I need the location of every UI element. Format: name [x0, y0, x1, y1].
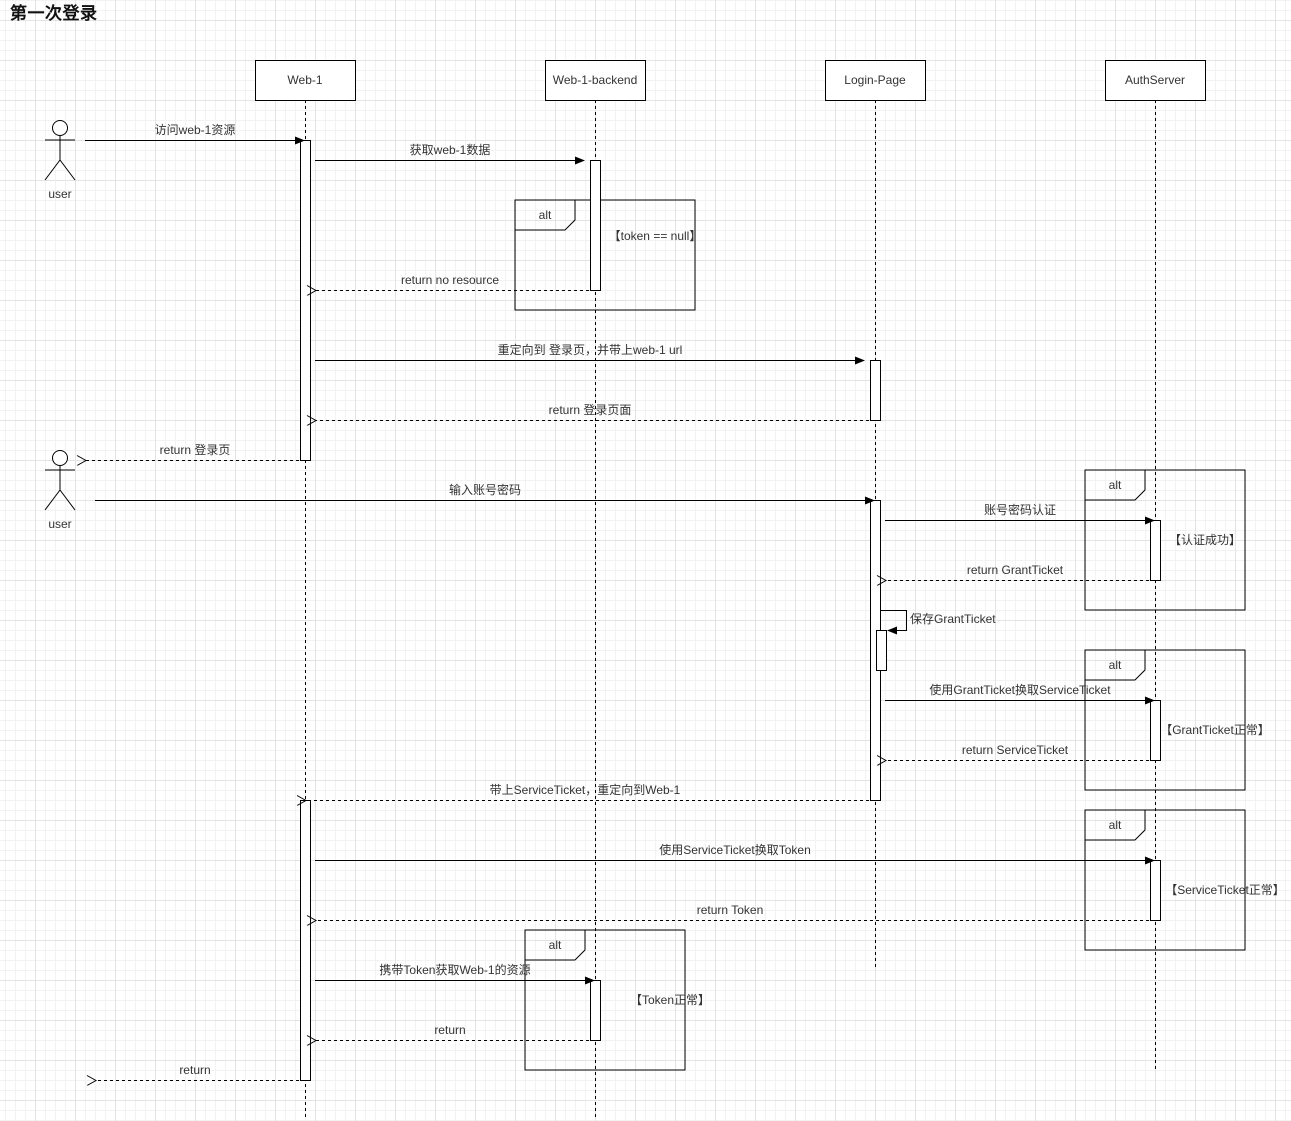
return-message: return [316, 1023, 589, 1041]
fragment-tab [1085, 470, 1146, 501]
fragment-frame [524, 929, 686, 1071]
alt-fragment [524, 929, 686, 1071]
message-label: return GrantTicket [967, 563, 1064, 577]
fragment-frame [1084, 469, 1246, 611]
activation-bar [1150, 700, 1161, 761]
message-label: return [179, 1063, 210, 1077]
alt-fragment [514, 199, 696, 311]
message-label: 使用GrantTicket换取ServiceTicket [929, 682, 1111, 697]
sync-message: 重定向到 登录页，并带上web-1 url [315, 342, 865, 365]
return-message: return 登录页面 [316, 402, 869, 421]
fragment-guard: 【token == null】 [609, 229, 702, 243]
participant-label: Web-1 [287, 73, 322, 87]
fragment-tab [1085, 810, 1146, 841]
self-message: 保存GrantTicket [881, 610, 996, 635]
message-label: 保存GrantTicket [910, 612, 996, 626]
participant-label: Login-Page [844, 73, 906, 87]
message-label: 带上ServiceTicket，重定向到Web-1 [490, 782, 681, 797]
fragment-tab [515, 200, 576, 231]
return-message: return no resource [316, 273, 589, 291]
diagram-title: 第一次登录 [10, 4, 98, 24]
alt-fragment [1084, 469, 1246, 611]
fragment-tab [1085, 650, 1146, 681]
participant-box [255, 60, 356, 101]
fragment-operator: alt [1109, 478, 1122, 492]
activation-bar [300, 800, 311, 1081]
message-label: 重定向到 登录页，并带上web-1 url [498, 342, 683, 357]
participant-label: Web-1-backend [553, 73, 638, 87]
fragment-frame [514, 199, 696, 311]
message-label: return ServiceTicket [962, 743, 1069, 757]
message-label: return no resource [401, 273, 499, 287]
sync-message: 使用GrantTicket换取ServiceTicket [885, 682, 1155, 705]
message-label: 访问web-1资源 [155, 123, 236, 137]
fragment-operator: alt [549, 938, 562, 952]
sync-message: 携带Token获取Web-1的资源 [315, 962, 595, 985]
participant-box [825, 60, 926, 101]
return-message: return Token [316, 903, 1149, 921]
fragment-guard: 【ServiceTicket正常】 [1165, 883, 1285, 897]
actor-icon [44, 450, 76, 511]
return-message: 带上ServiceTicket，重定向到Web-1 [306, 782, 869, 801]
fragment-tab [525, 930, 586, 961]
activation-bar [876, 630, 887, 671]
actor-label: user [48, 187, 71, 201]
fragment-frame [1084, 649, 1246, 791]
sync-message: 使用ServiceTicket换取Token [315, 842, 1155, 865]
activation-bar [1150, 520, 1161, 581]
alt-fragment [1084, 649, 1246, 791]
fragment-guard: 【GrantTicket正常】 [1160, 723, 1270, 737]
message-label: 输入账号密码 [449, 482, 521, 497]
message-label: 账号密码认证 [984, 502, 1056, 517]
alt-fragment [1084, 809, 1246, 951]
sync-message: 输入账号密码 [95, 482, 875, 505]
participant-box [545, 60, 646, 101]
activation-bar [590, 160, 601, 291]
message-label: 使用ServiceTicket换取Token [659, 842, 811, 857]
message-label: return [434, 1023, 465, 1037]
participant-label: AuthServer [1125, 73, 1185, 87]
activation-bar [300, 140, 311, 461]
actor-icon [44, 120, 76, 181]
activation-bar [1150, 860, 1161, 921]
actor-label: user [48, 517, 71, 531]
return-message: return [96, 1063, 299, 1081]
message-arrow [881, 610, 907, 635]
return-message: return 登录页 [86, 442, 299, 461]
fragment-guard: 【认证成功】 [1169, 533, 1241, 547]
activation-bar [590, 980, 601, 1041]
return-message: return GrantTicket [886, 563, 1149, 581]
sync-message: 获取web-1数据 [315, 142, 585, 165]
message-label: 获取web-1数据 [410, 142, 491, 157]
message-label: return 登录页面 [549, 402, 632, 417]
message-label: return Token [697, 903, 764, 917]
fragment-frame [1084, 809, 1246, 951]
sync-message: 访问web-1资源 [85, 123, 305, 145]
fragment-operator: alt [539, 208, 552, 222]
fragment-operator: alt [1109, 818, 1122, 832]
message-label: return 登录页 [160, 442, 231, 457]
fragment-operator: alt [1109, 658, 1122, 672]
participant-box [1105, 60, 1206, 101]
activation-bar [870, 360, 881, 421]
message-label: 携带Token获取Web-1的资源 [379, 962, 530, 977]
fragment-guard: 【Token正常】 [630, 993, 710, 1007]
return-message: return ServiceTicket [886, 743, 1149, 761]
sync-message: 账号密码认证 [885, 502, 1155, 525]
